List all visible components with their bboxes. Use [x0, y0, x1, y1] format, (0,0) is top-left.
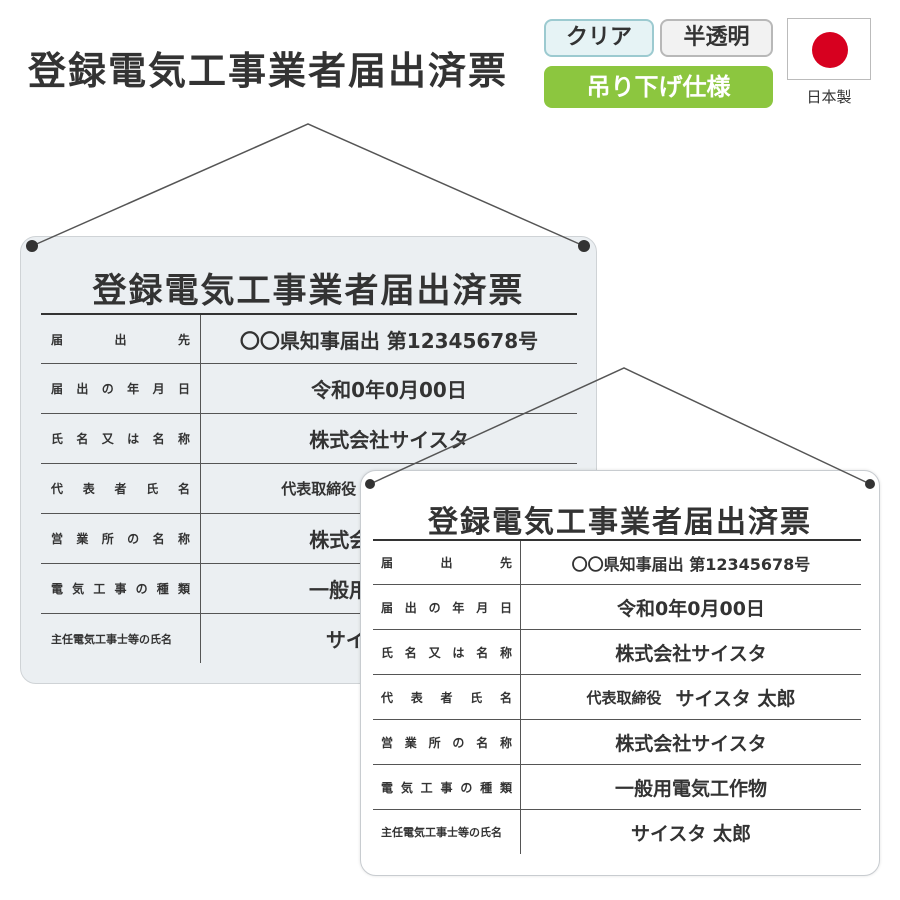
tag-translucent: 半透明	[660, 19, 773, 57]
representative-title: 代表取締役	[281, 480, 357, 498]
plate-title: 登録電気工事業者届出済票	[92, 271, 525, 311]
row-label: 届出先	[41, 315, 201, 363]
sign-row: 代表者氏名 代表取締役サイスタ 太郎	[373, 674, 861, 719]
row-label: 代表者氏名	[373, 675, 521, 719]
sign-row: 電気工事の種類 一般用電気工作物	[373, 764, 861, 809]
sign-row: 氏名又は名称 株式会社サイスタ	[373, 629, 861, 674]
row-label: 電気工事の種類	[373, 765, 521, 809]
row-value: 令和0年0月00日	[617, 597, 765, 620]
row-label: 氏名又は名称	[373, 630, 521, 674]
row-label: 届出の年月日	[41, 364, 201, 413]
row-label: 営業所の名称	[373, 720, 521, 764]
made-in-japan-label: 日本製	[806, 88, 852, 106]
row-label: 電気工事の種類	[41, 564, 201, 613]
row-label: 届出先	[373, 541, 521, 584]
sign-row: 届出先 〇〇県知事届出 第12345678号	[373, 539, 861, 584]
representative-title: 代表取締役	[586, 688, 662, 707]
row-value: 〇〇県知事届出 第12345678号	[571, 554, 811, 574]
sign-table: 届出先 〇〇県知事届出 第12345678号 届出の年月日 令和0年0月00日 …	[373, 539, 861, 854]
row-value: 〇〇県知事届出 第12345678号	[239, 328, 539, 353]
row-value: 株式会社サイスタ	[615, 732, 767, 755]
row-label: 主任電気工事士等の氏名	[373, 810, 521, 854]
row-value: 代表取締役サイスタ 太郎	[521, 675, 861, 719]
row-value: 株式会社サイスタ	[615, 642, 767, 665]
sign-row: 営業所の名称 株式会社サイスタ	[373, 719, 861, 764]
japan-flag-icon	[787, 18, 871, 80]
row-label: 営業所の名称	[41, 514, 201, 563]
tag-clear: クリア	[544, 19, 654, 57]
row-label: 氏名又は名称	[41, 414, 201, 463]
row-value: 一般用電気工作物	[614, 777, 767, 800]
row-value: 令和0年0月00日	[311, 378, 467, 402]
row-value: サイスタ 太郎	[630, 822, 752, 845]
sign-row: 主任電気工事士等の氏名 サイスタ 太郎	[373, 809, 861, 854]
tag-hanging-spec: 吊り下げ仕様	[544, 66, 773, 108]
sign-row: 届出の年月日 令和0年0月00日	[373, 584, 861, 629]
row-label: 代表者氏名	[41, 464, 201, 513]
sign-row: 届出先 〇〇県知事届出 第12345678号	[41, 313, 577, 363]
sign-row: 氏名又は名称 株式会社サイスタ	[41, 413, 577, 463]
page-title: 登録電気工事業者届出済票	[28, 49, 509, 93]
flag-sun	[812, 32, 848, 68]
row-label: 主任電気工事士等の氏名	[41, 614, 201, 663]
representative-name: サイスタ 太郎	[675, 687, 796, 710]
row-value: 株式会社サイスタ	[309, 428, 469, 452]
row-label: 届出の年月日	[373, 585, 521, 629]
sign-row: 届出の年月日 令和0年0月00日	[41, 363, 577, 413]
sign-plate-white: 登録電気工事業者届出済票 届出先 〇〇県知事届出 第12345678号 届出の年…	[360, 470, 880, 876]
hanging-wire	[31, 123, 585, 247]
plate-title: 登録電気工事業者届出済票	[428, 505, 812, 540]
